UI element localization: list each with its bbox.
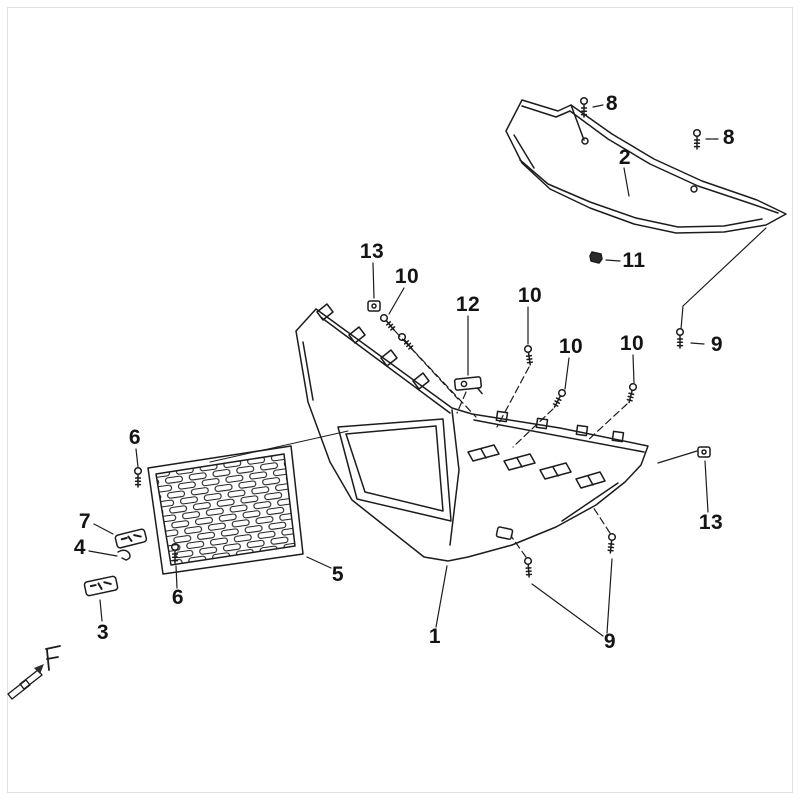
screw-part-9-lower-right [606, 532, 617, 555]
orientation-arrow-icon [7, 645, 61, 700]
grille-insert-part-5 [147, 445, 304, 575]
bracket-part-12 [453, 376, 483, 395]
clip-nut-part-13-left [367, 300, 381, 312]
callout-11: 11 [622, 249, 646, 272]
clip-part-11 [589, 251, 603, 264]
callout-7: 7 [78, 510, 92, 533]
callout-9-upper: 9 [710, 333, 724, 356]
callout-10-d: 10 [619, 332, 645, 355]
spoiler-part-2 [505, 99, 787, 234]
callout-6-lower: 6 [171, 586, 185, 609]
callout-8-right: 8 [722, 126, 736, 149]
grille-opening [337, 418, 452, 522]
screw-part-10-a [396, 331, 416, 353]
callout-2: 2 [618, 146, 632, 169]
screw-part-9-lower-left [523, 556, 534, 578]
callout-13-top: 13 [359, 240, 385, 263]
callout-5: 5 [331, 563, 345, 586]
callout-13-right: 13 [698, 511, 724, 534]
emblem-part-3 [83, 575, 119, 597]
front-bumper-part-1 [295, 303, 649, 562]
callout-10-a: 10 [394, 265, 420, 288]
screw-part-8-right [692, 128, 702, 150]
clip-nut-part-13-right [697, 446, 711, 458]
screw-part-8-left [579, 96, 589, 118]
callout-1: 1 [428, 625, 442, 648]
emblem-part-7 [114, 528, 148, 549]
callout-9-lower: 9 [603, 630, 617, 653]
callout-4: 4 [73, 536, 87, 559]
clip-part-4 [117, 549, 131, 561]
callout-3: 3 [96, 621, 110, 644]
callout-10-b: 10 [517, 284, 543, 307]
callout-8-left: 8 [605, 92, 619, 115]
screw-part-6-upper [133, 466, 143, 488]
alignment-dashed-lines [394, 330, 628, 558]
leader-lines [88, 104, 767, 637]
screw-part-10-b [523, 344, 535, 367]
callout-6-upper: 6 [128, 426, 142, 449]
callout-12: 12 [455, 293, 481, 316]
screw-part-10-d [625, 382, 638, 405]
screw-part-10-c [550, 387, 568, 410]
bolt-part-9-upper [675, 327, 685, 349]
callout-10-c: 10 [558, 335, 584, 358]
clip-part-13-left [378, 312, 398, 334]
